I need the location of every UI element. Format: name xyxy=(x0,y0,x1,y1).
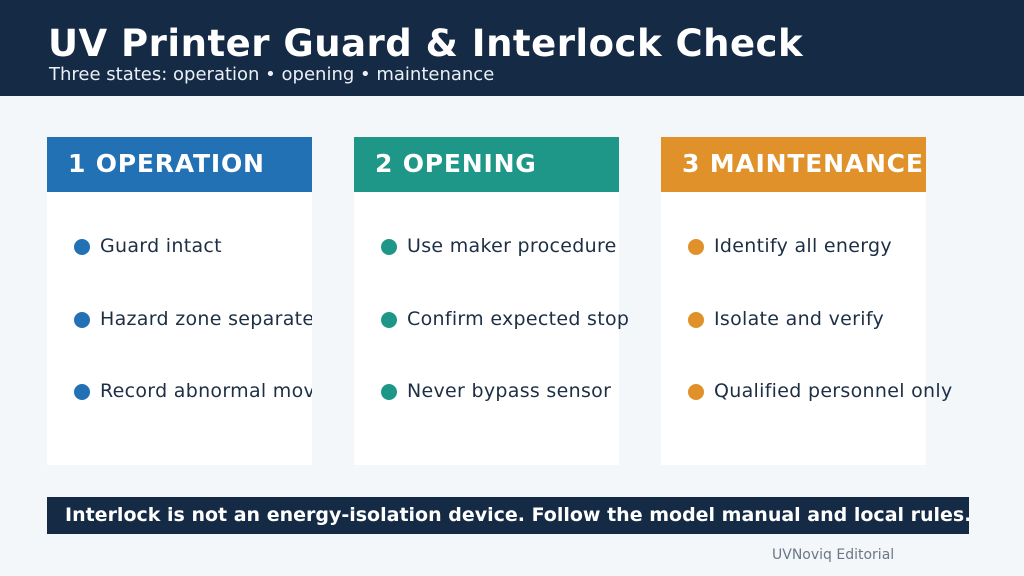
list-item: Identify all energy xyxy=(661,232,926,262)
list-item-text: Confirm expected stop xyxy=(407,308,630,330)
bullet-dot-icon xyxy=(688,384,704,400)
list-item-text: Isolate and verify xyxy=(714,308,885,330)
list-item: Use maker procedure xyxy=(354,232,619,262)
page-subtitle: Three states: operation • opening • main… xyxy=(49,64,495,85)
list-item-text: Hazard zone separated xyxy=(100,308,312,330)
card-heading: 3 MAINTENANCE xyxy=(682,149,924,178)
footer-note-bar: Interlock is not an energy-isolation dev… xyxy=(47,497,969,534)
card-operation: 1 OPERATION Guard intact Hazard zone sep… xyxy=(47,137,312,465)
bullet-dot-icon xyxy=(74,312,90,328)
card-header-maintenance: 3 MAINTENANCE xyxy=(661,137,926,192)
list-item: Record abnormal movement xyxy=(47,377,312,407)
card-heading: 2 OPENING xyxy=(375,149,537,178)
header-banner: UV Printer Guard & Interlock Check Three… xyxy=(0,0,1024,96)
list-item-text: Identify all energy xyxy=(714,235,892,257)
footer-note: Interlock is not an energy-isolation dev… xyxy=(65,504,969,526)
credit-label: UVNoviq Editorial xyxy=(772,547,895,563)
list-item: Guard intact xyxy=(47,232,312,262)
bullet-dot-icon xyxy=(74,239,90,255)
list-item-text: Use maker procedure xyxy=(407,235,617,257)
bullet-dot-icon xyxy=(381,312,397,328)
card-header-operation: 1 OPERATION xyxy=(47,137,312,192)
list-item-text: Qualified personnel only xyxy=(714,380,953,402)
bullet-dot-icon xyxy=(688,312,704,328)
card-opening: 2 OPENING Use maker procedure Confirm ex… xyxy=(354,137,629,465)
bullet-dot-icon xyxy=(74,384,90,400)
list-item: Isolate and verify xyxy=(661,305,926,335)
list-item: Qualified personnel only xyxy=(661,377,952,407)
list-item: Confirm expected stop xyxy=(354,305,629,335)
bullet-dot-icon xyxy=(688,239,704,255)
list-item-text: Never bypass sensor xyxy=(407,380,612,402)
bullet-dot-icon xyxy=(381,239,397,255)
card-body: Use maker procedure Confirm expected sto… xyxy=(354,192,629,465)
list-item-text: Guard intact xyxy=(100,235,222,257)
card-maintenance: 3 MAINTENANCE Identify all energy Isolat… xyxy=(661,137,952,465)
list-item: Never bypass sensor xyxy=(354,377,619,407)
card-body: Guard intact Hazard zone separated Recor… xyxy=(47,192,312,465)
list-item-text: Record abnormal movement xyxy=(100,380,312,402)
page-title: UV Printer Guard & Interlock Check xyxy=(48,22,804,65)
list-item: Hazard zone separated xyxy=(47,305,312,335)
card-heading: 1 OPERATION xyxy=(68,149,265,178)
card-body: Identify all energy Isolate and verify Q… xyxy=(661,192,952,465)
bullet-dot-icon xyxy=(381,384,397,400)
card-header-opening: 2 OPENING xyxy=(354,137,619,192)
